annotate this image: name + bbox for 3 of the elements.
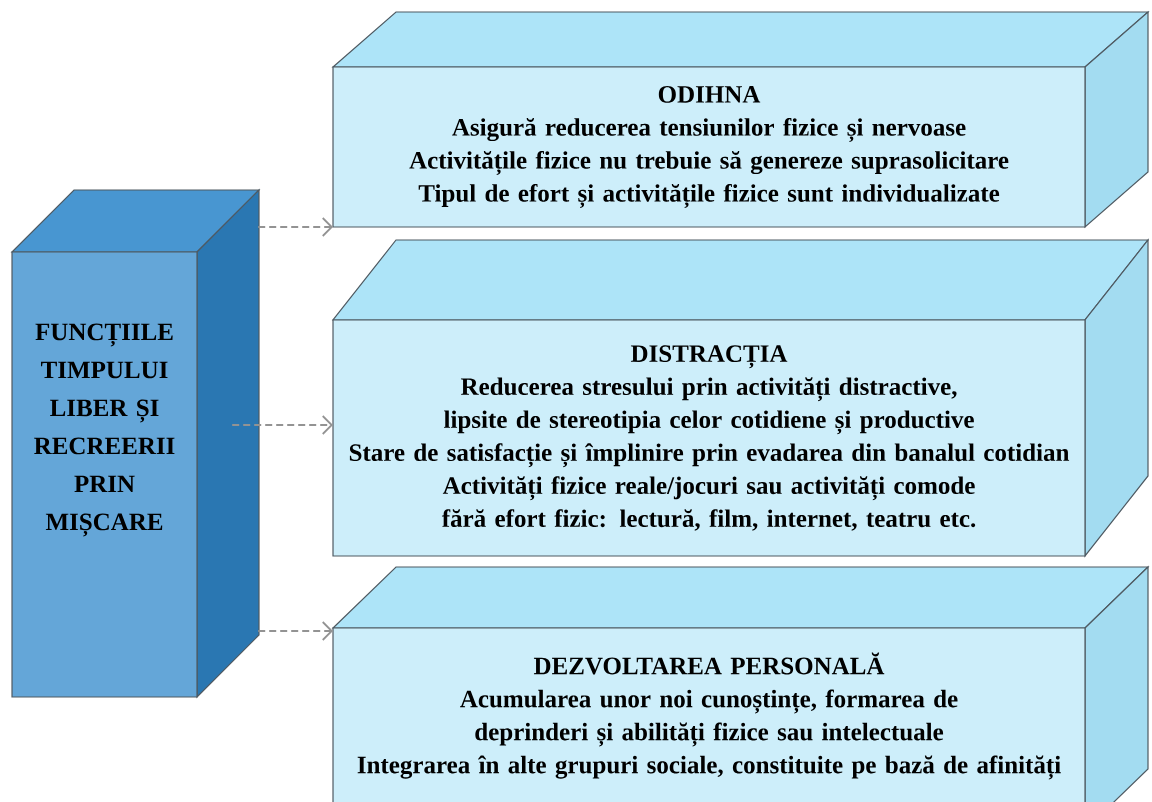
- arrow: [321, 415, 333, 435]
- arrow: [321, 621, 333, 641]
- arrow: [321, 217, 333, 237]
